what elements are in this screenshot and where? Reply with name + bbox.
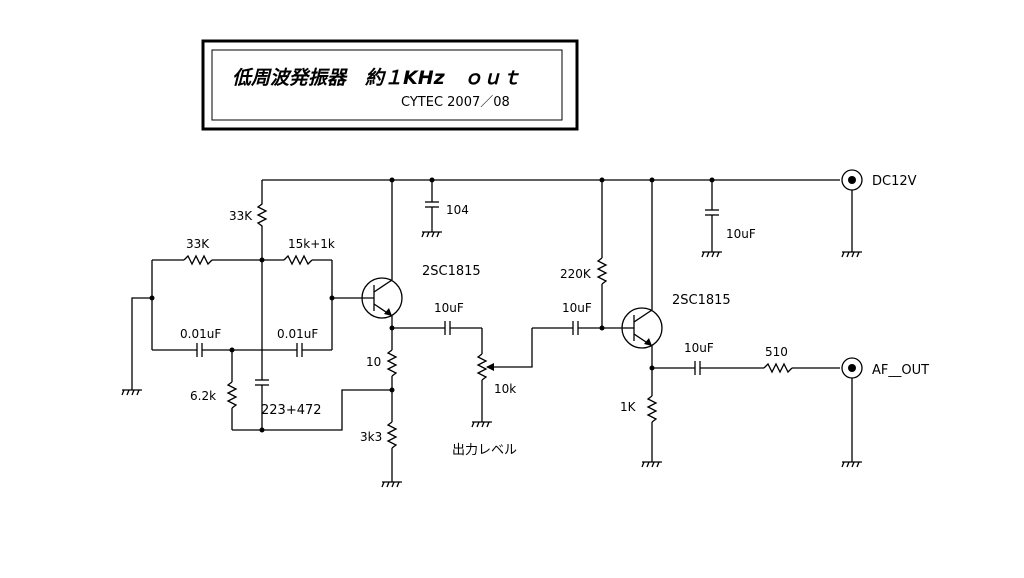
output-stage: 1K 10uF 510	[620, 341, 840, 468]
label-510: 510	[765, 345, 788, 359]
resistor-6-2k: 6.2k	[190, 350, 262, 431]
label-10uf-b: 10uF	[562, 301, 592, 315]
label-104: 104	[446, 203, 469, 217]
label-10uf-out: 10uF	[684, 341, 714, 355]
supply-rail	[261, 177, 840, 200]
label-10uf-psu: 10uF	[726, 227, 756, 241]
af-out-connector: AF__OUT	[841, 357, 929, 468]
label-output-level: 出力レベル	[452, 443, 517, 458]
label-220k: 220K	[560, 267, 592, 281]
label-dc12v: DC12V	[872, 174, 917, 189]
label-q1: 2SC1815	[422, 264, 481, 279]
label-223-472: 223+472	[261, 403, 322, 418]
label-33k-bias: 33K	[229, 209, 253, 223]
label-33k-series: 33K	[186, 237, 210, 251]
transistor-q1: 2SC1815	[332, 180, 481, 319]
label-3k3: 3k3	[360, 430, 382, 444]
feedback-network: 33K 15k+1k	[131, 237, 335, 390]
schematic-title: 低周波発振器 約１KHz ｏｕｔ	[232, 67, 521, 89]
capacitor-10uf-psu: 10uF	[701, 180, 756, 258]
coupling-capacitor-a: 10uF	[392, 301, 482, 335]
label-001uf-left: 0.01uF	[180, 327, 221, 341]
transistor-q2: 2SC1815	[621, 180, 731, 349]
label-10k: 10k	[494, 382, 516, 396]
label-15k-1k: 15k+1k	[288, 237, 335, 251]
label-6-2k: 6.2k	[190, 389, 216, 403]
label-af-out: AF__OUT	[872, 363, 929, 378]
schematic-credit: CYTEC 2007／08	[401, 95, 510, 110]
dc12v-connector: DC12V	[841, 169, 917, 258]
resistor-220k: 220K	[560, 180, 608, 328]
label-10uf-a: 10uF	[434, 301, 464, 315]
ground-symbol	[121, 389, 142, 396]
label-q2: 2SC1815	[672, 293, 731, 308]
potentiometer-10k: 10k 出力レベル	[452, 328, 533, 458]
label-1k: 1K	[620, 400, 637, 414]
capacitor-104: 104	[421, 180, 469, 238]
emitter-network-q1: 10 3k3	[262, 316, 402, 488]
resistor-33k-bias: 33K	[229, 200, 268, 260]
title-block: 低周波発振器 約１KHz ｏｕｔ CYTEC 2007／08	[201, 39, 579, 131]
label-r10: 10	[366, 355, 381, 369]
capacitor-223-472: 223+472	[255, 260, 322, 433]
label-001uf-right: 0.01uF	[277, 327, 318, 341]
coupling-capacitor-b: 10uF	[532, 301, 624, 335]
capacitor-001uf-pair: 0.01uF 0.01uF	[152, 327, 332, 357]
